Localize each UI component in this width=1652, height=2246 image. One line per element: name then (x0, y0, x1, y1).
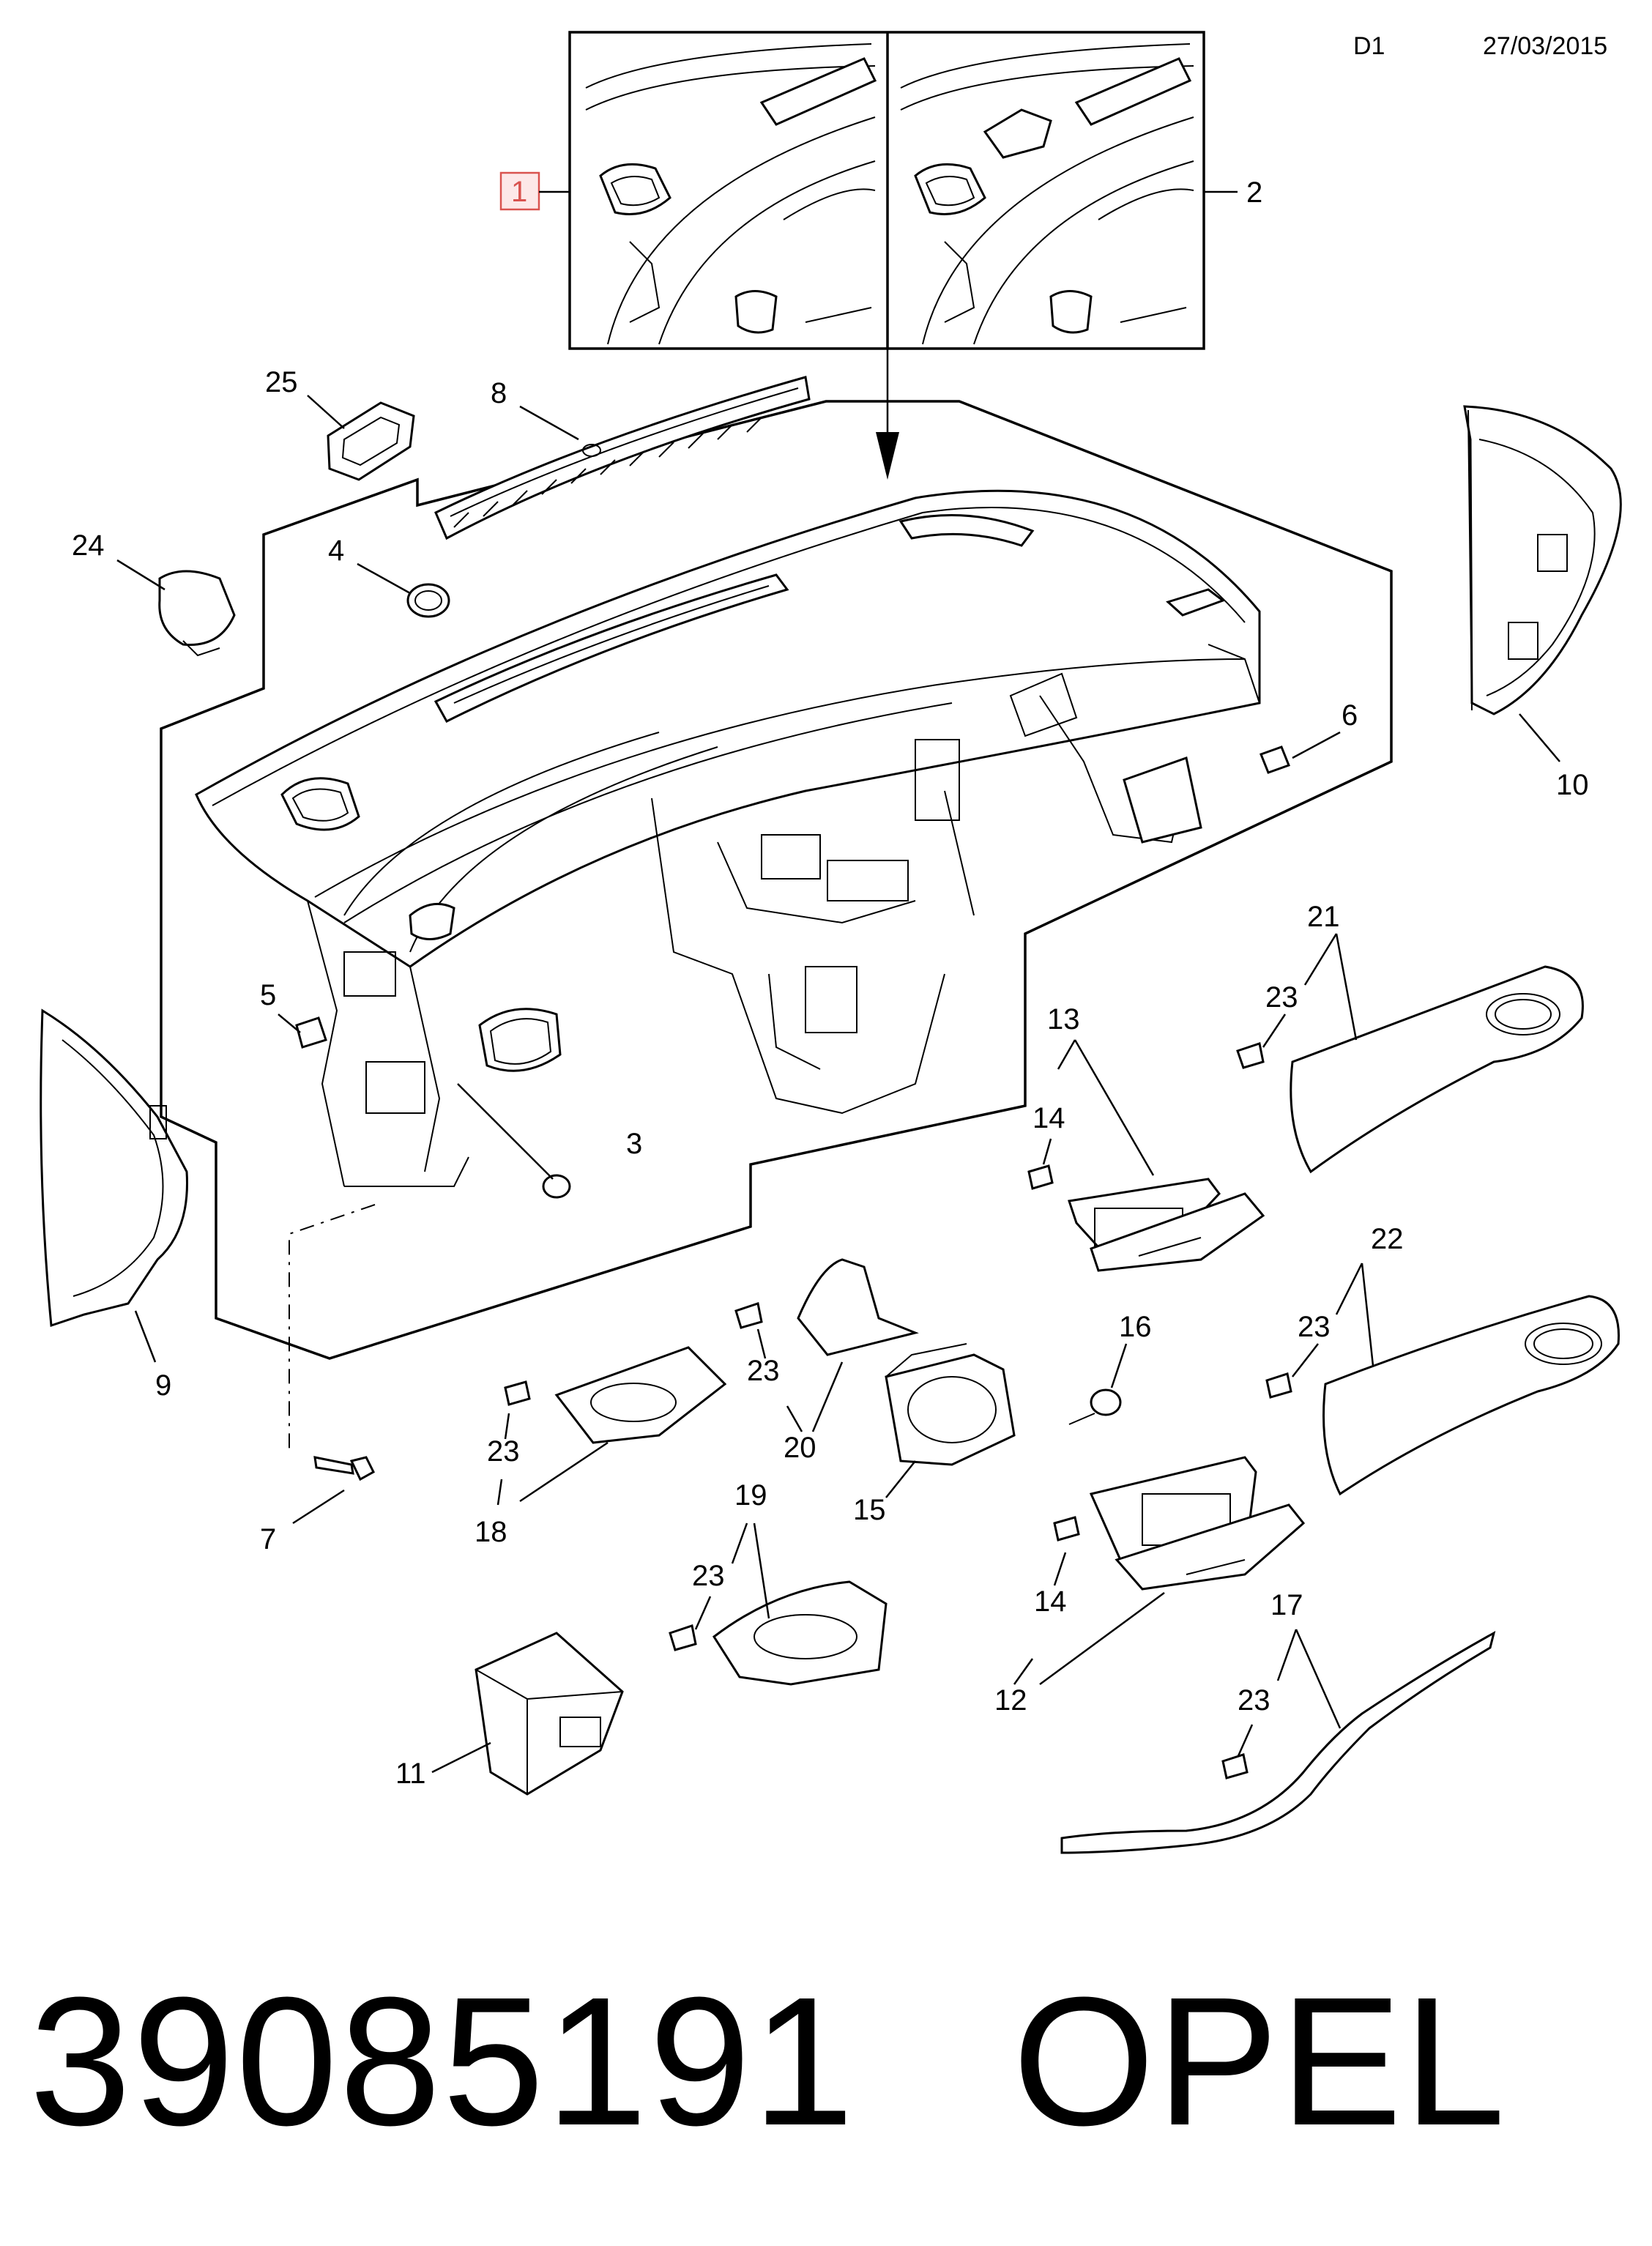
part-18-bezel (554, 1346, 727, 1444)
brand-name: OPEL (1012, 1959, 1507, 2163)
callout-8: 8 (491, 377, 507, 409)
callout-10: 10 (1556, 769, 1589, 801)
footer-part-number: 39085191 OPEL (29, 1970, 1507, 2153)
date-stamp: 27/03/2015 (1483, 32, 1607, 60)
part-number: 39085191 (29, 1959, 856, 2163)
callout-23-b: 23 (1298, 1311, 1331, 1343)
part-17-trim-strip (1060, 1631, 1496, 1854)
callout-6: 6 (1342, 699, 1358, 732)
callout-12: 12 (994, 1684, 1027, 1717)
part-9-side-panel (40, 1008, 188, 1328)
callout-2: 2 (1246, 176, 1262, 209)
callout-16: 16 (1119, 1311, 1152, 1343)
callout-23-a: 23 (1265, 981, 1298, 1014)
callout-1[interactable]: 1 (511, 176, 527, 208)
callout-15: 15 (853, 1494, 886, 1526)
callout-23-e: 23 (692, 1560, 725, 1592)
part-24-cover (158, 570, 236, 657)
part-7-bolt (313, 1456, 375, 1481)
part-3-fastener (542, 1174, 571, 1199)
callout-25: 25 (265, 366, 298, 398)
callout-1-highlight[interactable] (499, 171, 540, 211)
callout-18: 18 (475, 1516, 507, 1548)
callout-14-a: 14 (1032, 1102, 1065, 1134)
callout-23-d: 23 (487, 1435, 520, 1468)
part-19-bezel (712, 1580, 888, 1686)
callout-13: 13 (1047, 1003, 1080, 1035)
part-12-surround (1089, 1456, 1306, 1591)
part-6-clip (1123, 745, 1290, 844)
callout-23-f: 23 (1238, 1684, 1270, 1717)
callout-14-b: 14 (1034, 1585, 1067, 1618)
callout-5: 5 (260, 979, 276, 1011)
callout-11: 11 (395, 1758, 426, 1790)
part-11-storage-box (475, 1632, 624, 1796)
part-8-vent-grille (434, 376, 811, 540)
dashboard-view-1 (585, 43, 877, 345)
inset-frame (568, 31, 1205, 350)
callout-20: 20 (784, 1432, 816, 1464)
part-5-clip (295, 1016, 327, 1049)
part-22-trim (1322, 1295, 1620, 1496)
callout-7: 7 (260, 1523, 276, 1555)
callout-9: 9 (155, 1369, 171, 1402)
callout-3: 3 (626, 1128, 642, 1160)
part-4-vent (406, 583, 450, 618)
callout-22: 22 (1371, 1223, 1404, 1255)
part-15-bracket (885, 1343, 1016, 1466)
dashboard-view-2 (900, 43, 1194, 345)
page-code: D1 (1353, 32, 1385, 60)
part-13-surround (1068, 1178, 1265, 1272)
callout-24: 24 (72, 529, 105, 562)
part-10-end-panel (1463, 405, 1622, 715)
part-25-bezel (327, 401, 415, 481)
part-21-trim (1290, 965, 1584, 1174)
part-16-bolt (1068, 1388, 1122, 1425)
main-assembly-frame (160, 400, 1393, 1360)
callout-21: 21 (1307, 901, 1340, 933)
part-20-panel (797, 1258, 919, 1356)
callout-23-c: 23 (747, 1355, 780, 1387)
dashboard-assembly (195, 489, 1261, 1187)
callout-17: 17 (1270, 1589, 1303, 1621)
callout-19: 19 (734, 1479, 767, 1511)
callout-4: 4 (328, 535, 344, 567)
